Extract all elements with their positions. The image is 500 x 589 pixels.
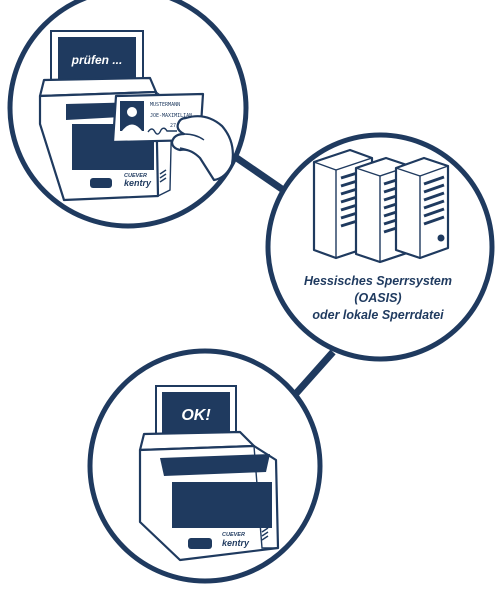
brand-line1-top: CUEVER: [124, 173, 147, 179]
id-card-name1: MUSTERMANN: [150, 102, 180, 108]
brand-line1-bottom: CUEVER: [222, 532, 245, 538]
screen-bottom: [162, 392, 230, 435]
scanner-button-bottom: [188, 538, 212, 549]
server-label-line1: Hessisches Sperrsystem: [304, 274, 452, 288]
scanner-device-bottom: OK! CUEVER kentry: [138, 385, 280, 562]
scanner-button-top: [90, 178, 112, 188]
server-rack-3: [394, 156, 450, 260]
top-scene: prüfen ... CUEVER kentry: [7, 0, 249, 229]
server-scene: Hessisches Sperrsystem (OASIS) oder loka…: [265, 132, 495, 362]
screen-bottom-text: OK!: [181, 407, 211, 424]
server-label-line2: (OASIS): [354, 291, 401, 305]
screen-top: [58, 37, 136, 80]
id-card-name2: JOE-MAXIMILIAN: [150, 113, 192, 119]
id-card-signature: [147, 127, 177, 135]
scan-window-bottom: [172, 482, 272, 528]
brand-line2-top: kentry: [124, 178, 152, 188]
connector-top-to-server: [226, 149, 294, 199]
connector-server-to-bottom: [289, 349, 336, 401]
screen-top-text: prüfen ...: [71, 53, 123, 67]
bottom-scene: OK! CUEVER kentry: [87, 348, 323, 584]
hand-illustration: [170, 115, 234, 182]
server-label-line3: oder lokale Sperrdatei: [312, 308, 444, 322]
brand-line2-bottom: kentry: [222, 538, 250, 548]
